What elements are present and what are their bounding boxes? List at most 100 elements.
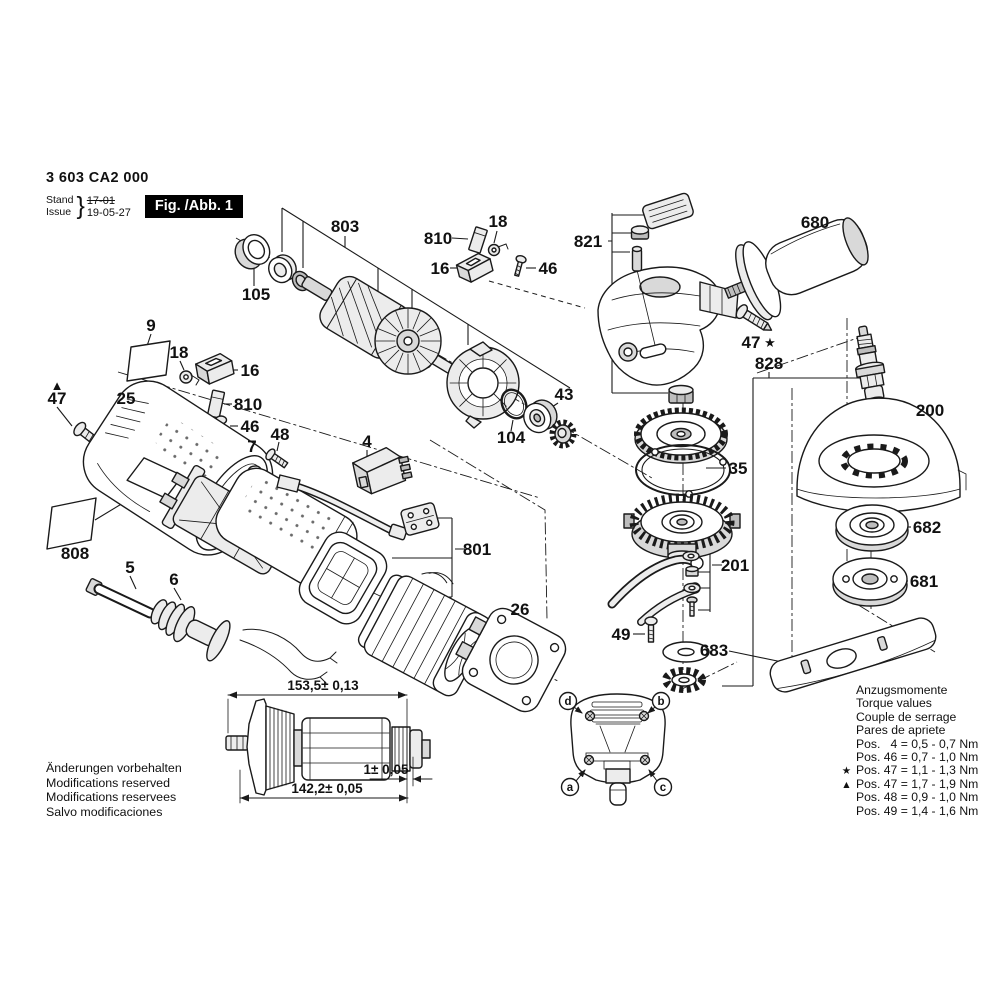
torque-row-marker: ▲ <box>841 778 852 791</box>
torque-row: Pos. 46 = 0,7 - 1,0 Nm <box>856 750 979 765</box>
part-spring-clip-top <box>487 243 509 257</box>
part-screw-47-star <box>735 304 773 331</box>
part-gear-housing <box>597 266 739 386</box>
part-armature-803 <box>301 275 462 378</box>
part-label-sticker-808 <box>46 497 97 550</box>
figure-label: Fig. /Abb. 1 <box>144 195 243 218</box>
view-marker-b: b <box>647 691 671 714</box>
part-pin-821 <box>631 245 643 272</box>
part-carbon-brush-left <box>206 389 226 419</box>
callout-18-left: 18 <box>170 343 189 362</box>
revision-notes: Änderungen vorbehalten Modifications res… <box>46 761 182 819</box>
torque-row-value: Pos. 46 = 0,7 - 1,0 Nm <box>856 750 979 765</box>
torque-heading-es: Pares de apriete <box>856 723 946 738</box>
part-o-ring-104 <box>500 388 528 420</box>
part-clamp-flange-682 <box>835 504 909 552</box>
part-aux-handle-680 <box>724 217 869 321</box>
callout-46-top: 46 <box>539 259 558 278</box>
drawing-header: 3 603 CA2 000 Stand Issue } 17-01 19-05-… <box>46 170 243 221</box>
callout-803: 803 <box>331 217 359 236</box>
torque-heading-en: Torque values <box>856 696 932 711</box>
part-label-sticker-9 <box>126 340 171 382</box>
note-line: Änderungen vorbehalten <box>46 761 182 775</box>
callout-810-left: 810 <box>234 395 262 414</box>
callout-43: 43 <box>555 385 574 404</box>
part-screw-48 <box>265 448 289 469</box>
callout-47-star: 47 <box>742 333 761 352</box>
torque-row-value: Pos. 49 = 1,4 - 1,6 Nm <box>856 803 979 818</box>
dimension-step: 1± 0,05 <box>364 762 409 777</box>
star-marker: ★ <box>764 335 776 350</box>
torque-row: Pos. 48 = 0,9 - 1,0 Nm <box>856 791 978 804</box>
part-spacer-ring-105 <box>234 233 271 270</box>
part-clamp-nut-681 <box>832 557 908 607</box>
view-marker-d: d <box>558 691 583 714</box>
callout-16-top: 16 <box>431 259 450 278</box>
callout-808: 808 <box>61 544 89 563</box>
part-crown-gear <box>634 407 728 464</box>
callout-680: 680 <box>801 213 829 232</box>
part-washer <box>662 641 710 663</box>
part-gasket-ring-35 <box>635 444 731 498</box>
triangle-marker: ▲ <box>51 378 64 393</box>
issue-label: Issue <box>46 205 72 218</box>
dimensioned-armature-drawing: 153,5± 0,13 1± 0,05 142,2± 0,05 <box>225 678 433 804</box>
part-brush-lever-rod <box>276 474 408 541</box>
part-connector-plate <box>400 502 440 536</box>
note-line: Salvo modificaciones <box>46 804 163 819</box>
part-spring-clip-left <box>179 370 200 386</box>
svg-text:d: d <box>564 696 571 708</box>
part-brush-holder-top <box>455 252 494 283</box>
type-number: 3 603 CA2 000 <box>46 170 149 186</box>
fan <box>374 307 442 375</box>
part-bearing-43 <box>523 399 558 434</box>
callout-4: 4 <box>362 432 372 451</box>
callout-18-top: 18 <box>489 212 508 231</box>
part-cord-grommet-6 <box>150 599 338 684</box>
part-callouts: 803 810 18 16 46 105 9 18 16 810 46 ▲ 47… <box>48 212 945 660</box>
end-view-drawing: d b a c <box>558 691 673 806</box>
part-motor-housing-801 <box>215 467 388 625</box>
torque-row-marker: ★ <box>841 765 852 778</box>
svg-text:b: b <box>657 696 664 708</box>
callout-47-left: 47 <box>48 389 67 408</box>
callout-35: 35 <box>729 459 748 478</box>
torque-row: Pos. 49 = 1,4 - 1,6 Nm <box>856 803 979 818</box>
part-screw-46-top <box>514 254 527 277</box>
part-brush-holder-left <box>194 352 235 385</box>
torque-heading-fr: Couple de serrage <box>856 709 957 724</box>
dimension-overall: 153,5± 0,13 <box>287 678 359 693</box>
callout-46-left: 46 <box>241 417 260 436</box>
part-bearing-flange-26 <box>455 607 567 713</box>
part-bearing-flange-assembly <box>623 493 741 562</box>
superseded-issue-date: 17-01 <box>86 194 115 207</box>
part-spanner-wrench-683 <box>769 617 937 693</box>
part-screw-49 <box>644 616 658 643</box>
part-pinion-gear <box>549 419 577 449</box>
part-cap-821 <box>630 225 650 240</box>
group-brackets <box>281 207 863 687</box>
callout-26: 26 <box>511 600 530 619</box>
svg-text:c: c <box>660 782 667 794</box>
callout-801: 801 <box>463 540 491 559</box>
part-spindle-nut <box>668 384 694 404</box>
note-line: Modifications reserved <box>46 775 170 790</box>
callout-6: 6 <box>169 570 178 589</box>
callout-48: 48 <box>271 425 290 444</box>
view-marker-c: c <box>648 769 673 797</box>
part-bearing <box>268 254 297 284</box>
part-star-washer <box>662 667 706 693</box>
part-spindle <box>855 325 886 405</box>
torque-table: Anzugsmomente Torque values Couple de se… <box>841 683 979 818</box>
callout-5: 5 <box>125 558 134 577</box>
torque-row: ★Pos. 47 = 1,1 - 1,3 Nm <box>842 764 979 778</box>
callout-821: 821 <box>574 232 602 251</box>
callout-9: 9 <box>146 316 155 335</box>
stand-label: Stand <box>46 194 74 206</box>
callout-25: 25 <box>117 389 136 408</box>
torque-heading-de: Anzugsmomente <box>856 683 948 697</box>
issue-date: 19-05-27 <box>86 206 131 219</box>
dimension-body: 142,2± 0,05 <box>291 781 363 796</box>
callout-683: 683 <box>700 641 728 660</box>
